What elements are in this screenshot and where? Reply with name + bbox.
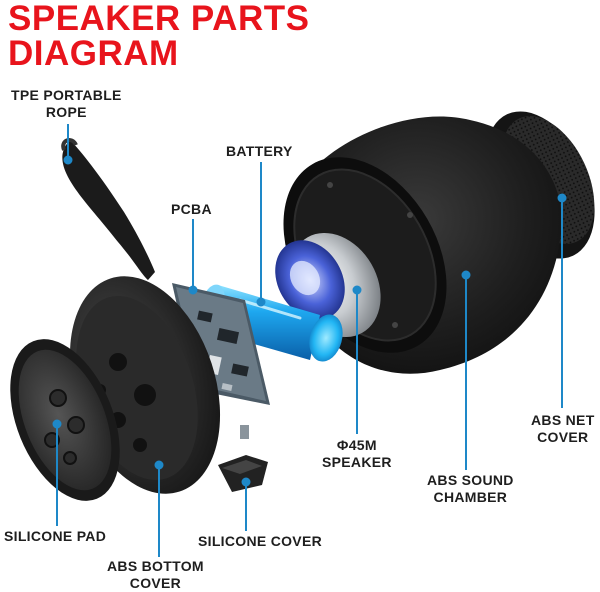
label-speaker-line-1: Φ45M	[336, 437, 377, 453]
label-sound-chamber-line-2: CHAMBER	[433, 489, 508, 505]
label-silicone-pad: SILICONE PAD	[4, 528, 107, 544]
diagram-title-line-2: DIAGRAM	[8, 34, 179, 73]
rope-part	[61, 138, 156, 280]
label-battery: BATTERY	[226, 143, 293, 159]
label-tpe-portable-rope: TPE PORTABLE ROPE	[11, 87, 122, 121]
label-net-cover-line-1: ABS NET	[531, 412, 595, 428]
leader-lines	[52, 124, 567, 557]
label-net-cover-line-2: COVER	[537, 429, 589, 445]
label-abs-bottom-cover: ABS BOTTOM COVER	[107, 558, 204, 592]
silicone-pad-part	[10, 339, 120, 501]
label-speaker: Φ45M SPEAKER	[322, 437, 392, 471]
label-abs-net-cover: ABS NET COVER	[531, 412, 595, 446]
label-abs-sound-chamber: ABS SOUND CHAMBER	[427, 472, 514, 506]
label-pcba: PCBA	[171, 201, 212, 217]
label-rope-line-2: ROPE	[45, 104, 87, 120]
label-silicone-cover: SILICONE COVER	[198, 533, 322, 549]
label-rope-line-1: TPE PORTABLE	[11, 87, 122, 103]
label-speaker-line-2: SPEAKER	[322, 454, 392, 470]
label-sound-chamber-line-1: ABS SOUND	[427, 472, 514, 488]
diagram-title-line-1: SPEAKER PARTS	[8, 0, 310, 38]
label-bottom-cover-line-2: COVER	[129, 575, 182, 591]
label-bottom-cover-line-1: ABS BOTTOM	[107, 558, 204, 574]
silicone-cover-part	[218, 455, 268, 492]
